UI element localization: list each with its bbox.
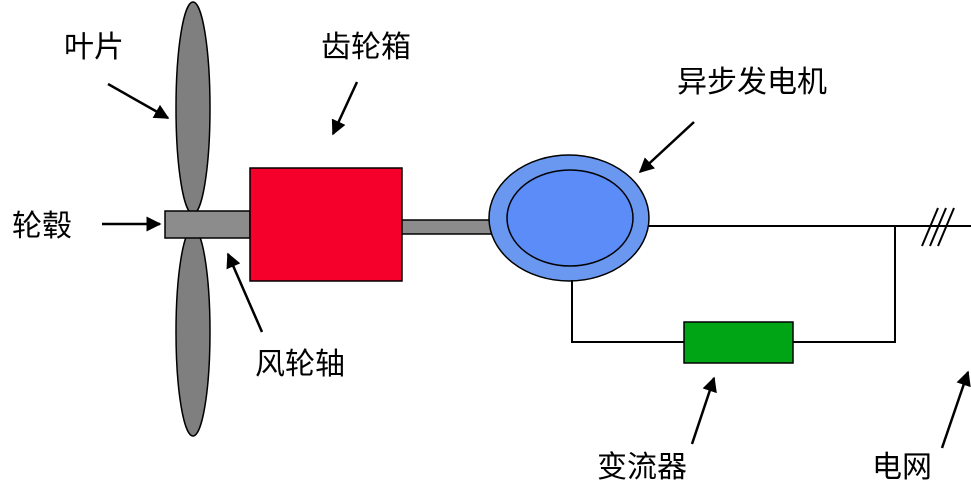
blade-top <box>175 1 211 215</box>
blade-arrow <box>107 82 170 120</box>
rotor-shaft-arrow <box>226 252 264 333</box>
label-hub: 轮毂 <box>12 209 72 244</box>
label-grid: 电网 <box>872 450 932 481</box>
three-phase-slash-2 <box>929 207 947 247</box>
label-blade: 叶片 <box>64 30 124 65</box>
generator-arrow <box>638 121 695 174</box>
blade-bottom <box>175 227 211 437</box>
converter-box <box>683 321 794 364</box>
label-async-generator: 异步发电机 <box>677 65 827 100</box>
grid-arrow <box>940 370 971 449</box>
hub-shaft <box>164 210 251 239</box>
converter-arrow <box>690 376 717 445</box>
label-rotor-shaft: 风轮轴 <box>255 347 345 382</box>
three-phase-slash-1 <box>921 207 939 247</box>
generator-inner <box>506 169 634 267</box>
label-converter: 变流器 <box>597 450 687 481</box>
label-gearbox: 齿轮箱 <box>321 30 411 65</box>
three-phase-slash-3 <box>937 207 955 247</box>
gearbox-box <box>249 167 403 282</box>
gearbox-arrow <box>331 81 359 136</box>
